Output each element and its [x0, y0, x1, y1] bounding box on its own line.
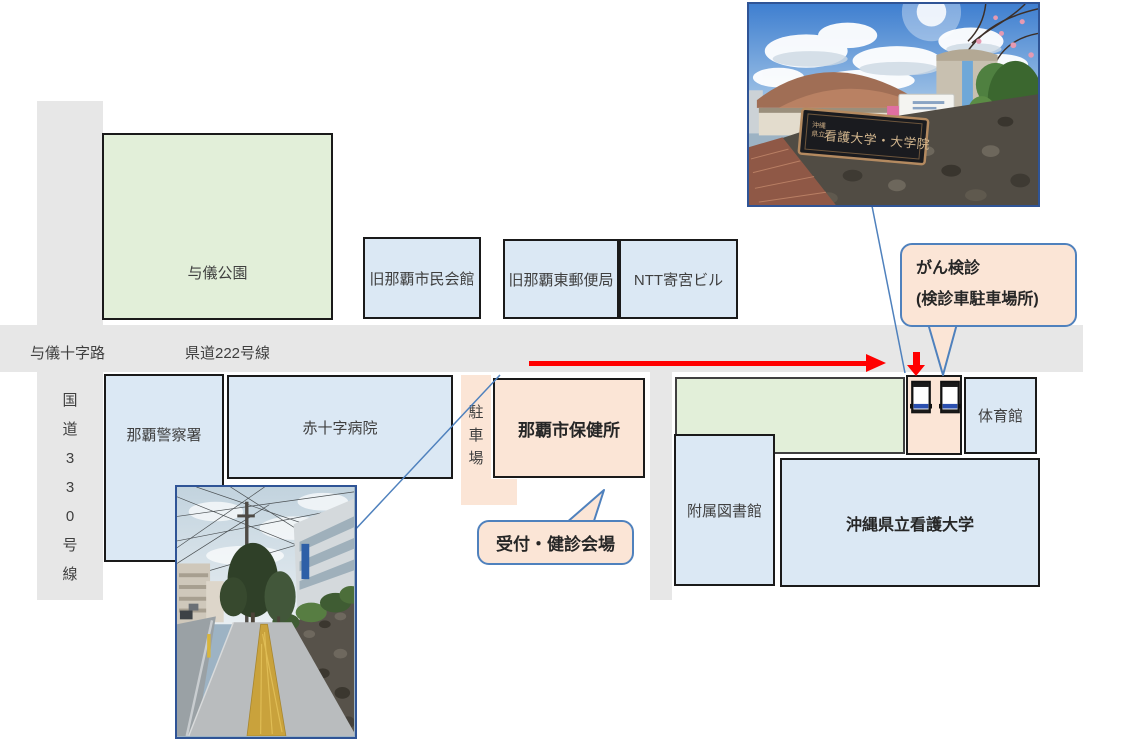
cancer-callout-line1: がん検診: [916, 260, 981, 277]
left-building-windows: [178, 573, 209, 613]
building-naha-health-center: 那覇市保健所: [493, 378, 645, 478]
parking-char: 車: [468, 427, 484, 444]
health-center-label: 那覇市保健所: [518, 420, 620, 440]
route330-char: 国: [62, 392, 78, 409]
yellow-pole: [207, 634, 211, 658]
ntt-label: NTT寄宮ビル: [633, 271, 724, 289]
car: [179, 610, 193, 620]
building-yogi-park: 与儀公園: [102, 133, 333, 320]
reception-callout-label: 受付・健診会場: [496, 535, 615, 554]
building-former-east-post-office: 旧那覇東郵便局: [503, 239, 619, 319]
red-arrow-right-icon: [866, 354, 886, 372]
brick-lines: [750, 148, 827, 203]
route330-char: 0: [65, 508, 75, 525]
reception-callout-tail: [564, 489, 605, 525]
checkup-vehicle-parking-spot: [906, 375, 962, 455]
gym-label: 体育館: [977, 408, 1023, 425]
parking-char: 場: [468, 450, 484, 467]
red-arrow-down-icon: [907, 365, 925, 376]
checkup-vehicle-icon: [910, 380, 932, 414]
building-former-civic-hall: 旧那覇市民会館: [363, 237, 481, 319]
curb-line: [187, 622, 235, 736]
building-red-cross-hospital: 赤十字病院: [227, 375, 453, 479]
yogi-park-label: 与儀公園: [187, 265, 248, 282]
route330-char: 3: [65, 479, 75, 496]
campus-entrance-scene: 沖縄 県立 看護大学・大学院: [749, 4, 1038, 205]
photo-campus-entrance: 沖縄 県立 看護大学・大学院: [747, 2, 1040, 207]
sun: [916, 4, 947, 27]
red-arrow-down-shaft: [913, 352, 920, 366]
route330-char: 号: [62, 537, 78, 554]
sign-plaque: 沖縄 県立 看護大学・大学院: [797, 107, 931, 166]
cancer-callout-line2: (検診車駐車場所): [916, 291, 1039, 308]
van-text-lines: [912, 101, 945, 110]
road-campus-side-street: [650, 372, 672, 600]
parking-label: 駐 車 場: [461, 401, 491, 470]
label-yogi-crossroads: 与儀十字路: [30, 345, 106, 362]
building-ntt-yosemiya: NTT寄宮ビル: [619, 239, 738, 319]
label-route330: 国 道 3 3 0 号 線: [37, 386, 103, 589]
photo-sidewalk: [175, 485, 357, 739]
right-building-top: [936, 49, 998, 61]
civic-hall-label: 旧那覇市民会館: [369, 270, 475, 288]
checkup-vehicle-icon: [939, 380, 961, 414]
university-label: 沖縄県立看護大学: [845, 516, 974, 534]
callout-cancer-screening: がん検診 (検診車駐車場所): [900, 243, 1077, 327]
pole-crossarm: [237, 514, 255, 518]
police-label: 那覇警察署: [126, 427, 202, 444]
sign-prefix-bottom: 県立: [811, 129, 826, 139]
parking-area-corner: [461, 479, 517, 505]
building-library: 附属図書館: [674, 434, 775, 586]
blue-building-sign: [301, 543, 310, 580]
sign-prefix-top: 沖縄: [812, 120, 827, 130]
trees: [219, 542, 296, 642]
callout-reception-venue: 受付・健診会場: [477, 520, 634, 565]
hospital-label: 赤十字病院: [302, 419, 378, 437]
library-label: 附属図書館: [686, 502, 762, 520]
car-2: [188, 603, 199, 611]
label-route222: 県道222号線: [185, 345, 271, 362]
post-office-label: 旧那覇東郵便局: [508, 271, 614, 289]
route330-char: 道: [62, 421, 78, 438]
tactile-stripes: [260, 632, 283, 735]
right-building-window-bands: [299, 516, 354, 590]
building-nursing-university: 沖縄県立看護大学: [780, 458, 1040, 587]
building-banner: [962, 60, 973, 108]
sidewalk-scene: [177, 487, 354, 736]
route330-char: 3: [65, 450, 75, 467]
left-building-2: [206, 581, 224, 623]
tactile-paving-strip: [246, 623, 287, 736]
red-arrow-right-shaft: [529, 361, 869, 366]
parking-char: 駐: [468, 404, 484, 421]
building-gymnasium: 体育館: [964, 377, 1037, 454]
route330-char: 線: [62, 566, 78, 583]
